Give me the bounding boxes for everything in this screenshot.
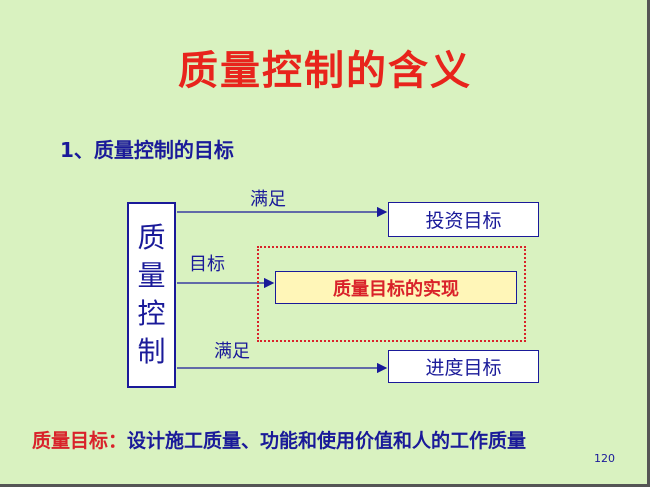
investment-goal-box: 投资目标 — [388, 202, 539, 237]
footer-value: 设计施工质量、功能和使用价值和人的工作质量 — [127, 430, 527, 452]
quality-control-char: 质 — [137, 221, 166, 254]
highlight-frame — [257, 246, 526, 342]
quality-control-char: 控 — [137, 297, 166, 330]
arrow-label-top: 满足 — [250, 189, 286, 210]
schedule-goal-box: 进度目标 — [388, 350, 539, 383]
footer-key: 质量目标： — [32, 430, 128, 452]
arrow-label-middle: 目标 — [189, 254, 225, 275]
quality-control-box: 质 量 控 制 — [127, 202, 176, 388]
arrow-label-bottom: 满足 — [214, 341, 250, 362]
quality-goal-box: 质量目标的实现 — [275, 271, 517, 304]
page-number: 120 — [594, 452, 615, 465]
footer-note: 质量目标：设计施工质量、功能和使用价值和人的工作质量 — [32, 426, 526, 453]
arrow-connectors — [177, 206, 388, 374]
slide: 质量控制的含义 1、质量控制的目标 质 量 控 制 满足 目标 满足 投资目标 … — [0, 0, 650, 487]
page-title: 质量控制的含义 — [178, 48, 472, 94]
investment-goal-label: 投资目标 — [425, 210, 502, 232]
quality-control-char: 制 — [137, 335, 166, 368]
section-heading: 1、质量控制的目标 — [60, 138, 234, 162]
quality-control-char: 量 — [137, 259, 166, 292]
schedule-goal-label: 进度目标 — [425, 357, 502, 379]
quality-goal-label: 质量目标的实现 — [333, 278, 459, 300]
